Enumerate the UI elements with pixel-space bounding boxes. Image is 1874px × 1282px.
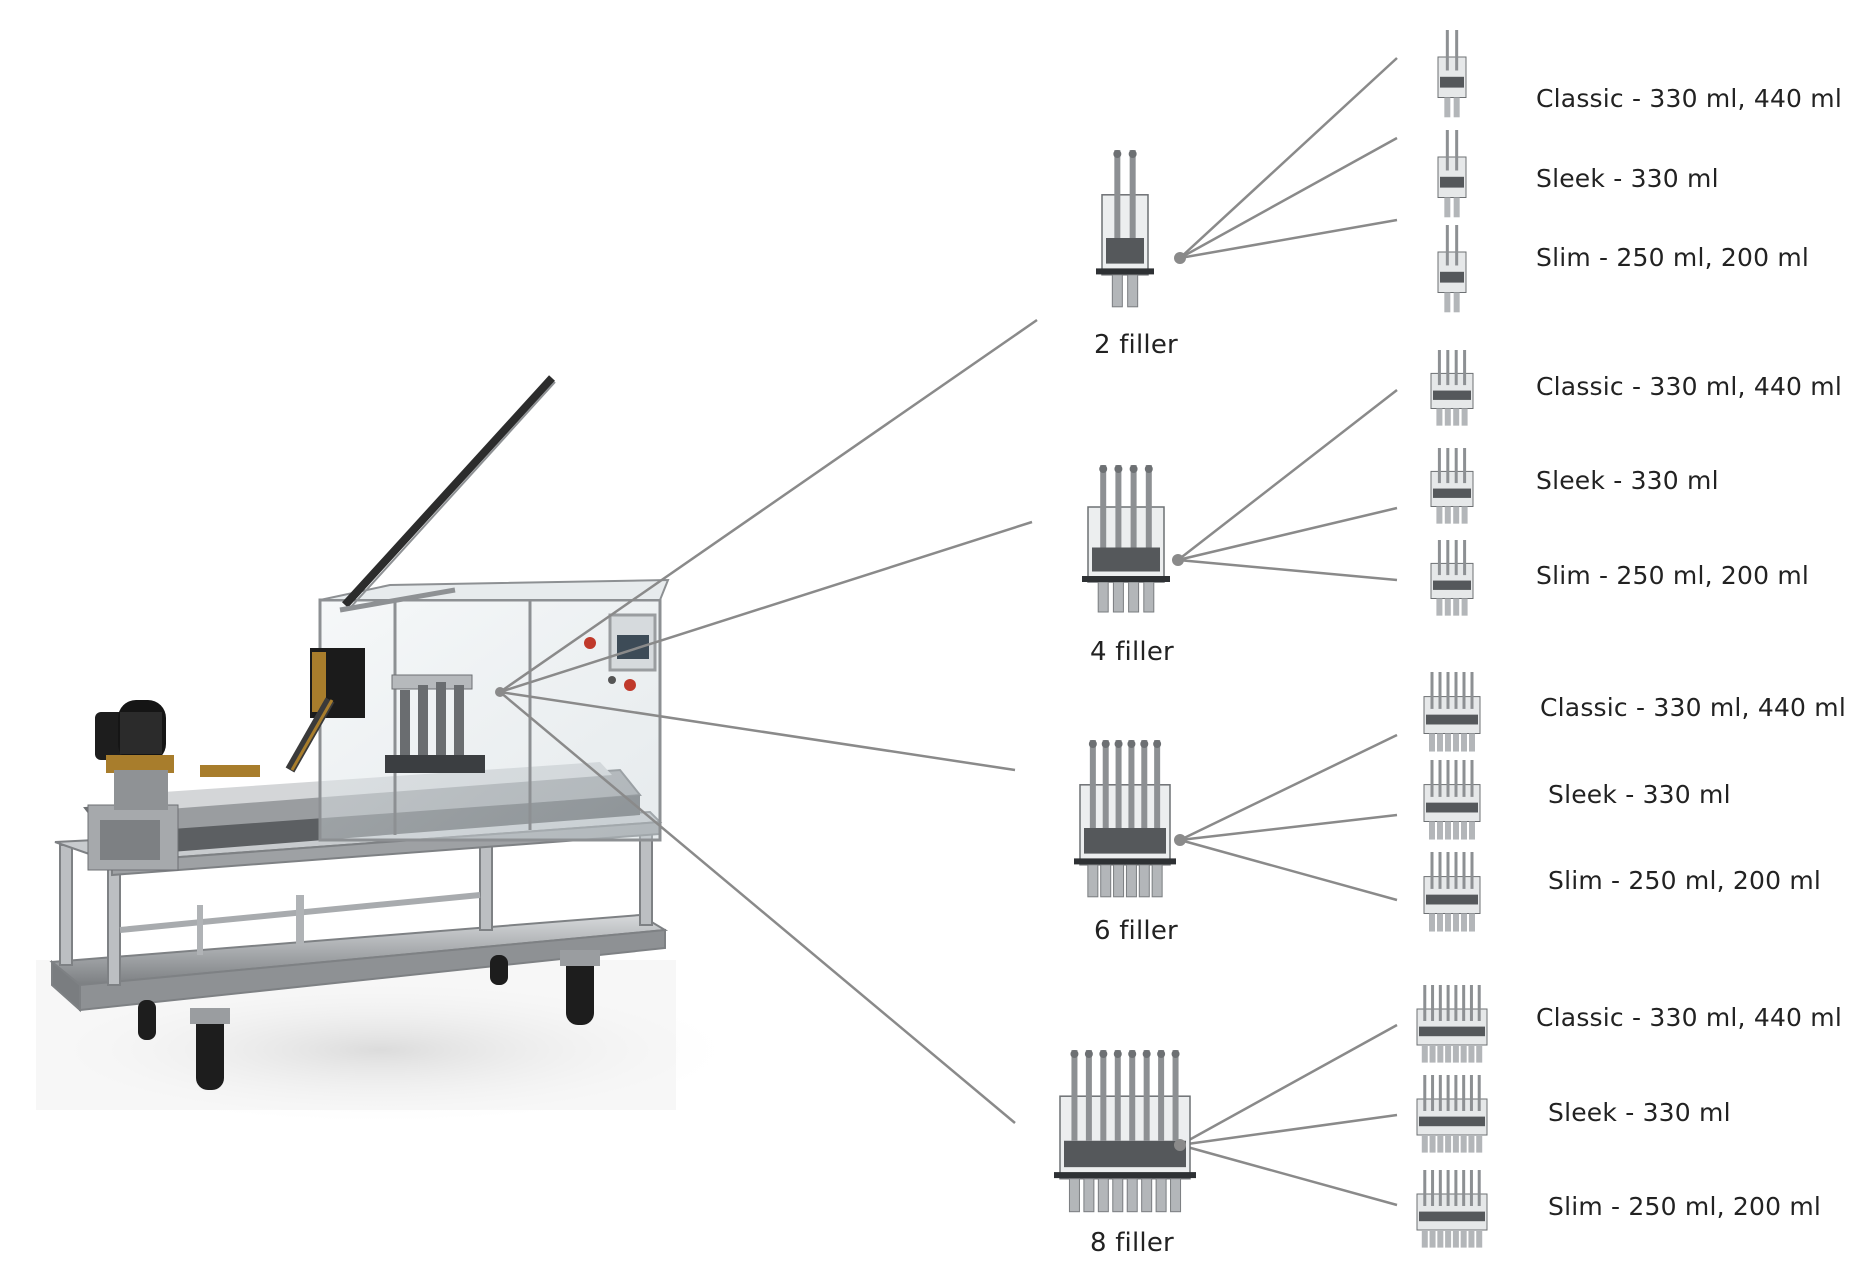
connector-filler-6-classic — [1179, 733, 1398, 842]
option-label-8-classic: Classic - 330 ml, 440 ml — [1536, 1003, 1842, 1032]
connector-machine-to-filler-2 — [499, 318, 1038, 694]
connector-lines — [499, 57, 1398, 1207]
side-lifter — [285, 648, 365, 773]
filler-label-2: 2 filler — [1094, 330, 1178, 360]
option-label-4-classic: Classic - 330 ml, 440 ml — [1536, 372, 1842, 401]
can-thumbnail-2-slim — [1437, 225, 1467, 313]
connector-machine-to-filler-8 — [499, 691, 1016, 1124]
can-thumbnail-2-classic — [1437, 30, 1467, 118]
filler-node-2 — [1174, 252, 1186, 264]
filler-unit-8 — [1054, 1050, 1196, 1213]
filler-arm — [339, 375, 556, 613]
connector-machine-to-filler-4 — [499, 520, 1033, 694]
connector-machine-to-filler-6 — [499, 690, 1016, 772]
can-thumbnail-6-sleek — [1423, 760, 1481, 840]
option-label-6-slim: Slim - 250 ml, 200 ml — [1548, 866, 1822, 895]
connector-filler-6-slim — [1179, 838, 1398, 902]
filler-label-8: 8 filler — [1090, 1228, 1174, 1258]
cabinet — [318, 578, 670, 842]
can-thumbnail-8-classic — [1416, 985, 1488, 1063]
can-thumbnail-4-classic — [1430, 350, 1474, 426]
trolley-wheels — [138, 950, 600, 1090]
filler-node-4 — [1172, 554, 1184, 566]
connector-filler-8-classic — [1179, 1023, 1398, 1147]
option-label-4-sleek: Sleek - 330 ml — [1536, 466, 1719, 495]
connector-filler-8-sleek — [1179, 1113, 1398, 1147]
option-label-6-sleek: Sleek - 330 ml — [1548, 780, 1731, 809]
motor — [95, 700, 260, 810]
option-label-8-sleek: Sleek - 330 ml — [1548, 1098, 1731, 1127]
filler-unit-6 — [1074, 740, 1176, 898]
can-thumbnail-6-classic — [1423, 672, 1481, 752]
main-machine-illustration — [20, 375, 740, 1125]
connector-filler-2-sleek — [1179, 136, 1398, 260]
filler-node-6 — [1174, 834, 1186, 846]
connector-filler-4-slim — [1177, 558, 1398, 582]
option-label-6-classic: Classic - 330 ml, 440 ml — [1540, 693, 1846, 722]
filler-unit-4 — [1082, 465, 1170, 613]
can-thumbnail-8-sleek — [1416, 1075, 1488, 1153]
option-label-2-slim: Slim - 250 ml, 200 ml — [1536, 243, 1810, 272]
option-label-2-classic: Classic - 330 ml, 440 ml — [1536, 84, 1842, 113]
connector-filler-4-classic — [1177, 389, 1398, 561]
filler-unit-2 — [1096, 150, 1154, 308]
can-thumbnail-4-sleek — [1430, 448, 1474, 524]
connector-filler-4-sleek — [1177, 506, 1398, 562]
option-label-4-slim: Slim - 250 ml, 200 ml — [1536, 561, 1810, 590]
can-thumbnail-8-slim — [1416, 1170, 1488, 1248]
connector-filler-8-slim — [1179, 1143, 1398, 1207]
connector-filler-2-slim — [1179, 218, 1398, 260]
filler-label-4: 4 filler — [1090, 637, 1174, 667]
option-label-8-slim: Slim - 250 ml, 200 ml — [1548, 1192, 1822, 1221]
can-thumbnail-4-slim — [1430, 540, 1474, 616]
option-label-2-sleek: Sleek - 330 ml — [1536, 164, 1719, 193]
can-thumbnail-2-sleek — [1437, 130, 1467, 218]
main-filler-heads — [385, 674, 485, 773]
filler-node-8 — [1174, 1139, 1186, 1151]
filler-variants — [1054, 30, 1488, 1248]
connector-filler-6-sleek — [1179, 813, 1398, 842]
can-thumbnail-6-slim — [1423, 852, 1481, 932]
filler-label-6: 6 filler — [1094, 916, 1178, 946]
connector-filler-2-classic — [1179, 57, 1398, 259]
